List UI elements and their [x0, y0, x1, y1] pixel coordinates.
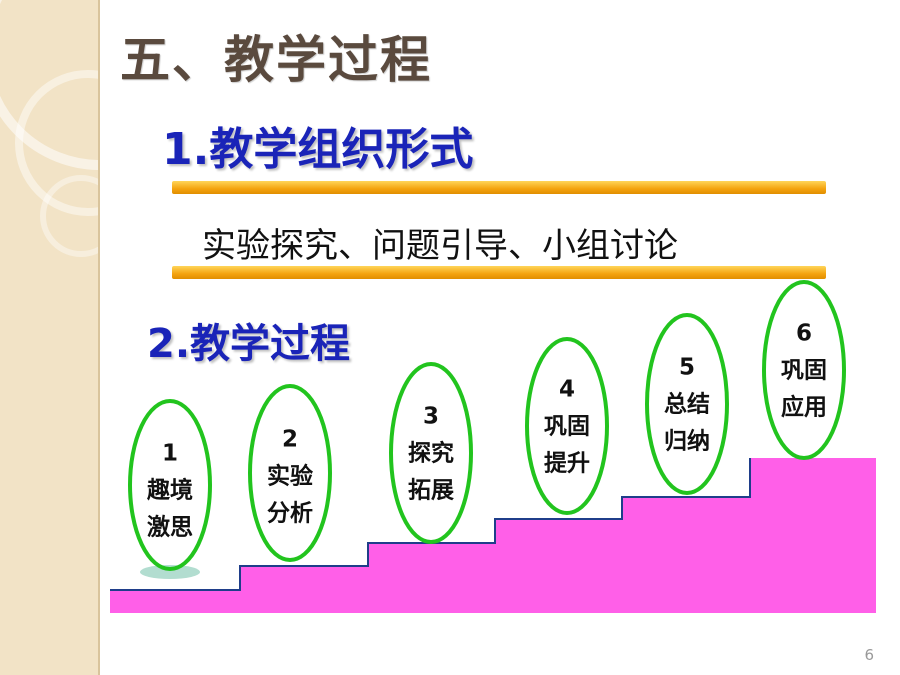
divider-bar-top: [172, 181, 826, 194]
step-text-line: 趣境: [147, 477, 193, 504]
divider-bar-bottom: [172, 266, 826, 279]
page-number: 6: [864, 646, 874, 664]
decorative-circle: [40, 175, 98, 257]
step-text-line: 探究: [408, 440, 454, 467]
teaching-forms-text: 实验探究、问题引导、小组讨论: [202, 226, 678, 266]
step-5-label: 5 总结 归纳: [664, 350, 710, 461]
step-6-ellipse: [762, 280, 846, 460]
step-text-line: 巩固: [781, 357, 827, 384]
step-number: 4: [558, 376, 575, 403]
step-text-line: 激思: [147, 514, 193, 541]
step-text-line: 应用: [781, 394, 827, 421]
step-text-line: 归纳: [664, 428, 710, 455]
step-1-shadow: [140, 565, 200, 579]
step-number: 1: [161, 440, 178, 467]
step-3-ellipse: [389, 362, 473, 544]
step-5-ellipse: [645, 313, 729, 495]
step-number: 6: [795, 320, 812, 347]
step-2-label: 2 实验 分析: [267, 422, 313, 533]
step-6-label: 6 巩固 应用: [781, 316, 827, 427]
staircase-steps: [110, 458, 876, 613]
step-1-ellipse: [128, 399, 212, 571]
step-2-ellipse: [248, 384, 332, 562]
step-text-line: 总结: [664, 391, 710, 418]
slide-title: 五、教学过程: [120, 31, 432, 89]
step-4-ellipse: [525, 337, 609, 515]
step-number: 3: [422, 403, 439, 430]
step-1-label: 1 趣境 激思: [147, 436, 193, 547]
step-text-line: 巩固: [544, 413, 590, 440]
step-text-line: 实验: [267, 463, 313, 490]
step-text-line: 拓展: [408, 477, 454, 504]
step-3-label: 3 探究 拓展: [408, 399, 454, 510]
step-text-line: 提升: [544, 450, 590, 477]
section-2-heading: 2.教学过程: [147, 321, 351, 367]
step-number: 5: [678, 354, 695, 381]
staircase-edge: [110, 458, 751, 591]
step-number: 2: [281, 426, 298, 453]
decorative-side-band: [0, 0, 100, 675]
step-4-label: 4 巩固 提升: [544, 372, 590, 483]
step-text-line: 分析: [267, 500, 313, 527]
section-1-heading: 1.教学组织形式: [162, 124, 474, 175]
